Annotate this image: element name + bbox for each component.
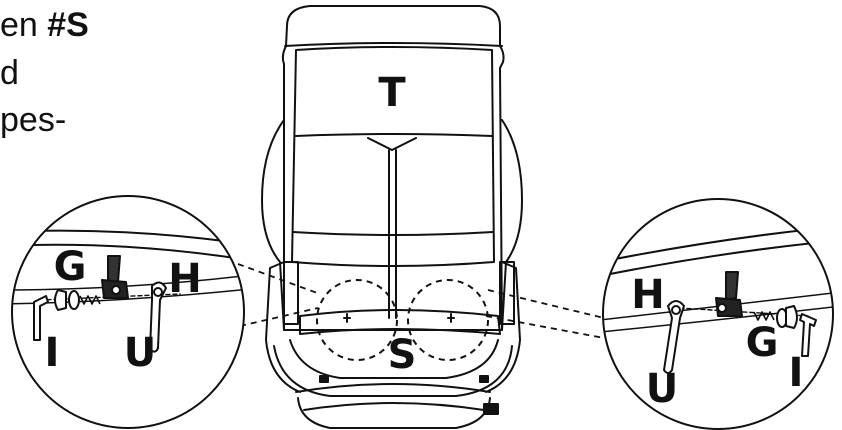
instruction-line-1: en #S <box>0 8 89 42</box>
right-detail-view: H G I U <box>602 198 834 430</box>
base-top <box>295 383 491 393</box>
label-seat: S <box>388 332 417 378</box>
left-armrest <box>265 261 301 393</box>
seat-frame <box>299 309 501 335</box>
right-lever <box>663 300 685 374</box>
left-lever <box>149 281 167 353</box>
instruction-line-2: d <box>0 54 19 92</box>
leader-lines <box>237 263 605 339</box>
leader-left-lower <box>239 307 319 327</box>
foot-left <box>319 375 329 383</box>
left-allen-wrench <box>33 295 49 341</box>
chair <box>261 5 523 429</box>
instruction-line-3: pes- <box>0 101 67 139</box>
leader-right-lower <box>485 315 605 339</box>
left-spring <box>79 295 101 305</box>
left-bracket-hole <box>111 285 121 295</box>
v-stitch <box>367 137 417 151</box>
right-bracket-hole <box>717 303 727 313</box>
leader-right-upper <box>487 289 605 319</box>
label-right-bolt: H <box>631 272 664 318</box>
label-left-wrench: I <box>45 330 60 376</box>
leader-left-upper <box>237 263 321 295</box>
instruction-line-1-text: en <box>0 6 48 44</box>
right-bolt-head <box>785 305 798 329</box>
label-left-bracket: G <box>54 244 87 290</box>
right-armrest <box>485 261 521 393</box>
right-callout-circle <box>407 279 489 361</box>
base-mark <box>483 403 499 415</box>
seat-cushion-inner <box>289 339 499 379</box>
left-washer <box>68 290 80 310</box>
back-seam <box>295 133 493 137</box>
left-detail-view: G H I U <box>11 195 245 429</box>
headrest-seam <box>284 42 503 47</box>
right-allen-wrench <box>799 313 817 357</box>
label-backrest: T <box>378 70 406 116</box>
label-left-lever: U <box>124 330 156 376</box>
label-right-lever: U <box>646 366 678 412</box>
left-rail-bracket <box>283 261 299 325</box>
left-callout-circle <box>316 279 398 361</box>
left-lever-pivot <box>153 287 163 297</box>
label-left-bolt: H <box>168 256 201 302</box>
backrest-outline <box>281 5 505 331</box>
right-bolster <box>501 119 523 331</box>
left-bolster <box>261 119 285 331</box>
back-panel <box>291 46 495 267</box>
right-lever-pivot <box>671 305 681 315</box>
left-bolt-head <box>54 289 67 311</box>
foot-right <box>479 375 489 383</box>
part-reference-s: #S <box>47 6 89 44</box>
hardware-mark-left <box>343 313 351 323</box>
seat-callouts <box>316 279 489 361</box>
seat-cushion <box>273 345 513 397</box>
right-bracket-arm <box>725 271 739 301</box>
label-right-wrench: I <box>789 350 804 396</box>
label-right-bracket: G <box>746 320 779 366</box>
base-ring-inner <box>303 402 485 411</box>
lumbar-line <box>292 231 494 236</box>
hardware-mark-right <box>447 313 455 323</box>
right-spring <box>753 311 775 321</box>
